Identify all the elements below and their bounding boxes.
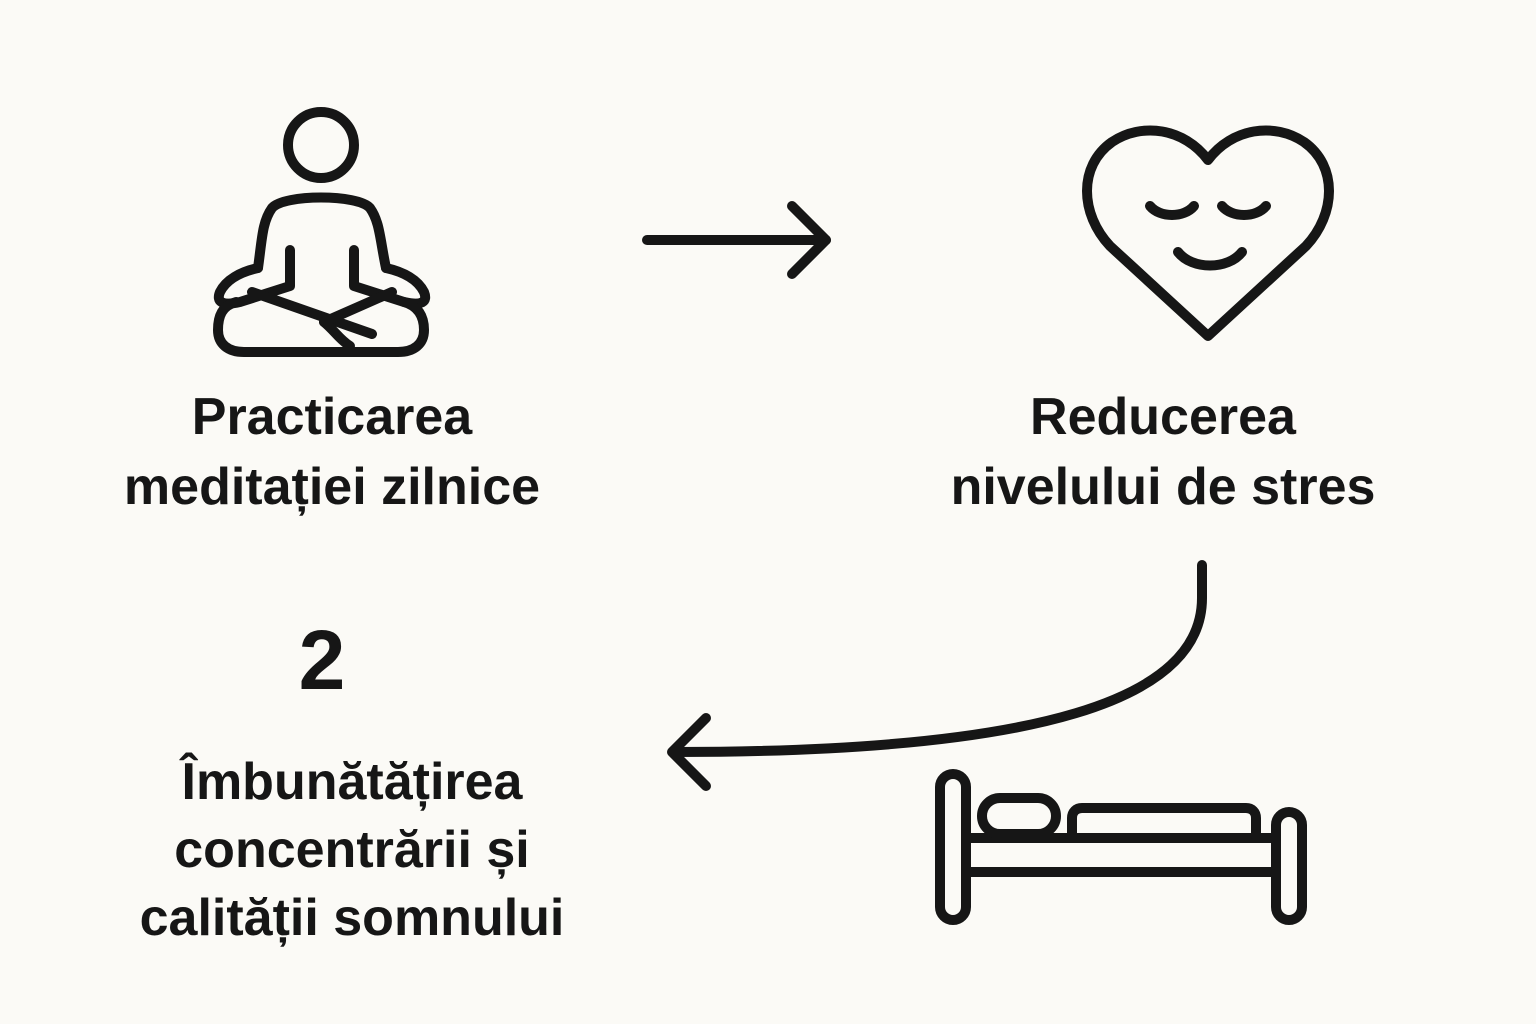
meditation-label: Practicarea meditației zilnice	[92, 382, 572, 522]
meditation-label-line2: meditației zilnice	[123, 458, 541, 516]
meditation-label-line1: Practicarea	[191, 388, 473, 446]
result-label-line3: calității somnului	[139, 889, 565, 947]
arrow-right-icon	[642, 201, 831, 279]
step-number: 2	[298, 613, 346, 707]
result-label-line1: Îmbunătățirea	[181, 753, 523, 811]
curved-arrow-icon	[667, 560, 1207, 791]
stress-label-line1: Reducerea	[1030, 388, 1296, 446]
result-label-line2: concentrării și	[174, 821, 530, 879]
result-label: Îmbunătățirea concentrării și calității …	[112, 748, 592, 952]
smiling-heart-icon	[1082, 125, 1334, 341]
bed-icon	[935, 769, 1307, 925]
meditating-person-icon	[213, 107, 431, 357]
stress-label: Reducerea nivelului de stres	[918, 382, 1408, 522]
stress-label-line2: nivelului de stres	[950, 458, 1376, 516]
